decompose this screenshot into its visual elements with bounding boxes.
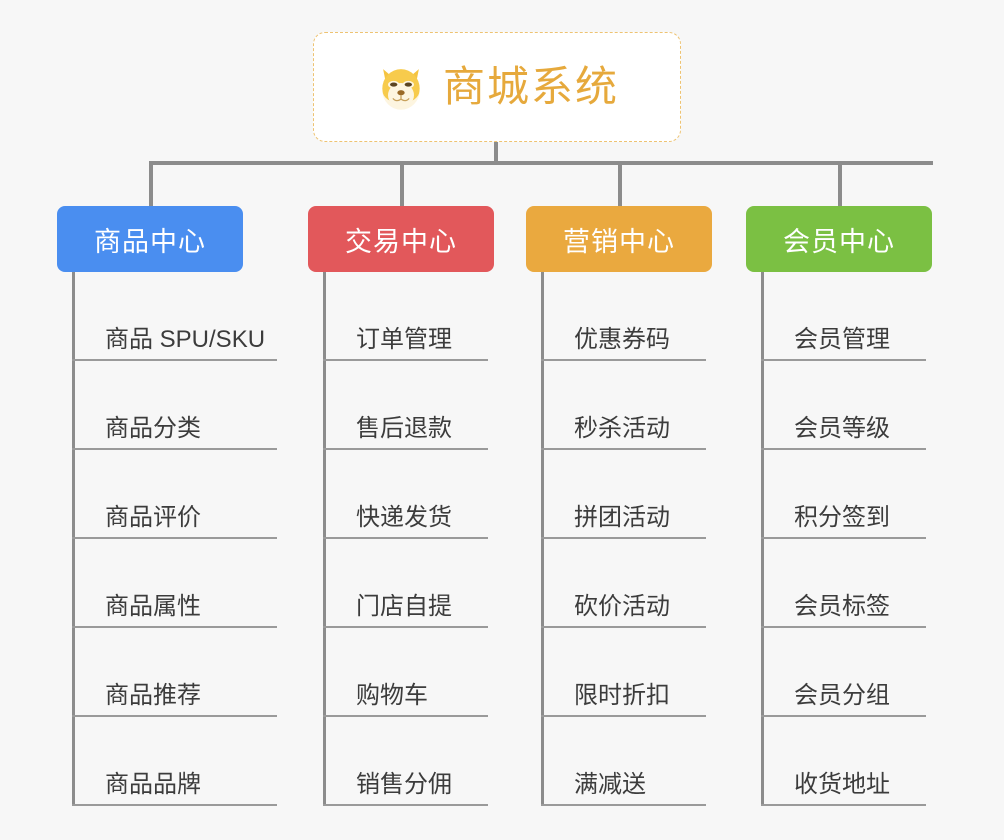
leaf-label: 积分签到 (794, 503, 890, 531)
leaf-list-0: 商品 SPU/SKU 商品分类商品评价商品属性商品推荐商品品牌 (72, 272, 277, 806)
leaf-label: 会员分组 (794, 681, 890, 709)
leaf-item[interactable]: 限时折扣 (541, 628, 706, 717)
connector-drop-1 (400, 161, 404, 206)
leaf-label: 拼团活动 (574, 503, 670, 531)
root-node[interactable]: 商城系统 (313, 32, 681, 142)
leaf-item[interactable]: 会员标签 (761, 539, 926, 628)
leaf-label: 快递发货 (356, 503, 452, 531)
leaf-label: 门店自提 (356, 592, 452, 620)
leaf-item[interactable]: 快递发货 (323, 450, 488, 539)
branch-spine-2 (541, 272, 544, 806)
connector-drop-2 (618, 161, 622, 206)
leaf-label: 商品推荐 (105, 681, 201, 709)
leaf-item[interactable]: 门店自提 (323, 539, 488, 628)
leaf-item[interactable]: 优惠券码 (541, 272, 706, 361)
leaf-item[interactable]: 会员分组 (761, 628, 926, 717)
branch-spine-3 (761, 272, 764, 806)
leaf-item[interactable]: 拼团活动 (541, 450, 706, 539)
leaf-label: 会员标签 (794, 592, 890, 620)
leaf-item[interactable]: 商品评价 (72, 450, 277, 539)
leaf-label: 优惠券码 (574, 325, 670, 353)
leaf-label: 满减送 (574, 770, 646, 798)
leaf-item[interactable]: 积分签到 (761, 450, 926, 539)
leaf-item[interactable]: 砍价活动 (541, 539, 706, 628)
branch-2: 营销中心优惠券码秒杀活动拼团活动砍价活动限时折扣满减送 (526, 206, 712, 806)
leaf-item[interactable]: 会员管理 (761, 272, 926, 361)
category-label: 交易中心 (345, 226, 457, 257)
leaf-item[interactable]: 商品属性 (72, 539, 277, 628)
leaf-list-2: 优惠券码秒杀活动拼团活动砍价活动限时折扣满减送 (541, 272, 706, 806)
leaf-item[interactable]: 订单管理 (323, 272, 488, 361)
connector-stem (494, 142, 498, 164)
category-label: 会员中心 (783, 226, 895, 257)
category-box-3[interactable]: 会员中心 (746, 206, 932, 272)
leaf-label: 商品品牌 (105, 770, 201, 798)
leaf-item[interactable]: 商品品牌 (72, 717, 277, 806)
category-label: 营销中心 (563, 226, 675, 257)
branch-spine-1 (323, 272, 326, 806)
leaf-label: 砍价活动 (574, 592, 670, 620)
branch-spine-0 (72, 272, 75, 806)
leaf-label: 商品分类 (105, 414, 201, 442)
leaf-label: 限时折扣 (574, 681, 670, 709)
leaf-label: 收货地址 (794, 770, 890, 798)
leaf-list-1: 订单管理售后退款快递发货门店自提购物车销售分佣 (323, 272, 488, 806)
leaf-item[interactable]: 购物车 (323, 628, 488, 717)
leaf-label: 商品 SPU/SKU (105, 325, 266, 353)
connector-bus (149, 161, 933, 165)
leaf-label: 商品评价 (105, 503, 201, 531)
leaf-label: 销售分佣 (356, 770, 452, 798)
category-box-0[interactable]: 商品中心 (57, 206, 243, 272)
leaf-label: 会员管理 (794, 325, 890, 353)
root-title: 商城系统 (442, 63, 619, 110)
leaf-label: 购物车 (356, 681, 428, 709)
leaf-item[interactable]: 满减送 (541, 717, 706, 806)
leaf-label: 会员等级 (794, 414, 890, 442)
category-box-2[interactable]: 营销中心 (526, 206, 712, 272)
dog-face-icon (382, 69, 420, 110)
leaf-item[interactable]: 会员等级 (761, 361, 926, 450)
branch-1: 交易中心订单管理售后退款快递发货门店自提购物车销售分佣 (308, 206, 494, 806)
connector-drop-0 (149, 161, 153, 206)
leaf-item[interactable]: 商品推荐 (72, 628, 277, 717)
leaf-label: 售后退款 (356, 414, 452, 442)
leaf-item[interactable]: 收货地址 (761, 717, 926, 806)
category-label: 商品中心 (94, 226, 206, 257)
leaf-label: 订单管理 (356, 325, 452, 353)
leaf-list-3: 会员管理会员等级积分签到会员标签会员分组收货地址 (761, 272, 926, 806)
leaf-item[interactable]: 售后退款 (323, 361, 488, 450)
leaf-label: 商品属性 (105, 592, 201, 620)
connector-drop-3 (838, 161, 842, 206)
leaf-label: 秒杀活动 (574, 414, 670, 442)
leaf-item[interactable]: 秒杀活动 (541, 361, 706, 450)
leaf-item[interactable]: 商品 SPU/SKU (72, 272, 277, 361)
leaf-item[interactable]: 商品分类 (72, 361, 277, 450)
category-box-1[interactable]: 交易中心 (308, 206, 494, 272)
branch-3: 会员中心会员管理会员等级积分签到会员标签会员分组收货地址 (746, 206, 932, 806)
leaf-item[interactable]: 销售分佣 (323, 717, 488, 806)
branch-0: 商品中心商品 SPU/SKU 商品分类商品评价商品属性商品推荐商品品牌 (57, 206, 277, 806)
